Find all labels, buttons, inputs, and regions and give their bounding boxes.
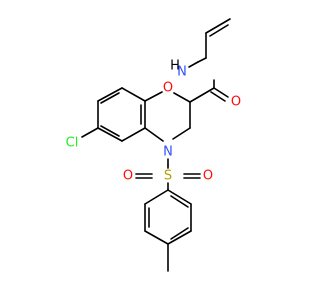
bond <box>167 189 192 205</box>
bond <box>81 127 99 138</box>
bond <box>144 230 169 245</box>
bond <box>173 92 191 103</box>
atom-o-sulfonyl-right: O <box>203 169 213 184</box>
atom-s: S <box>164 169 172 184</box>
bond <box>213 87 229 98</box>
bond <box>209 24 229 37</box>
bond <box>188 61 199 68</box>
bond <box>121 87 146 102</box>
bond <box>167 230 192 245</box>
bond <box>97 127 123 142</box>
bond-inner <box>100 125 120 137</box>
bond <box>144 189 169 205</box>
bond <box>97 87 123 102</box>
atom-labels: O O N H N Cl S O O <box>66 59 241 184</box>
bond-inner <box>100 92 120 104</box>
bond <box>205 18 231 34</box>
atom-n-ring: N <box>163 145 173 160</box>
atom-o-ring: O <box>163 81 173 96</box>
atom-h-amide: H <box>170 59 180 74</box>
bond <box>210 91 226 102</box>
atom-cl: Cl <box>66 136 79 151</box>
bond-inner <box>170 227 189 240</box>
bond <box>197 57 207 63</box>
bond <box>189 87 215 103</box>
bond <box>121 127 146 142</box>
bond <box>144 91 163 102</box>
atom-n-amide: N <box>177 65 187 80</box>
bond <box>144 127 164 142</box>
atom-o-amide: O <box>231 95 241 110</box>
atom-o-sulfonyl-left: O <box>123 169 133 184</box>
molecule-structure: O O N H N Cl S O O <box>66 18 241 272</box>
bond <box>172 127 191 140</box>
bond-inner <box>170 195 189 208</box>
bonds <box>81 18 231 272</box>
